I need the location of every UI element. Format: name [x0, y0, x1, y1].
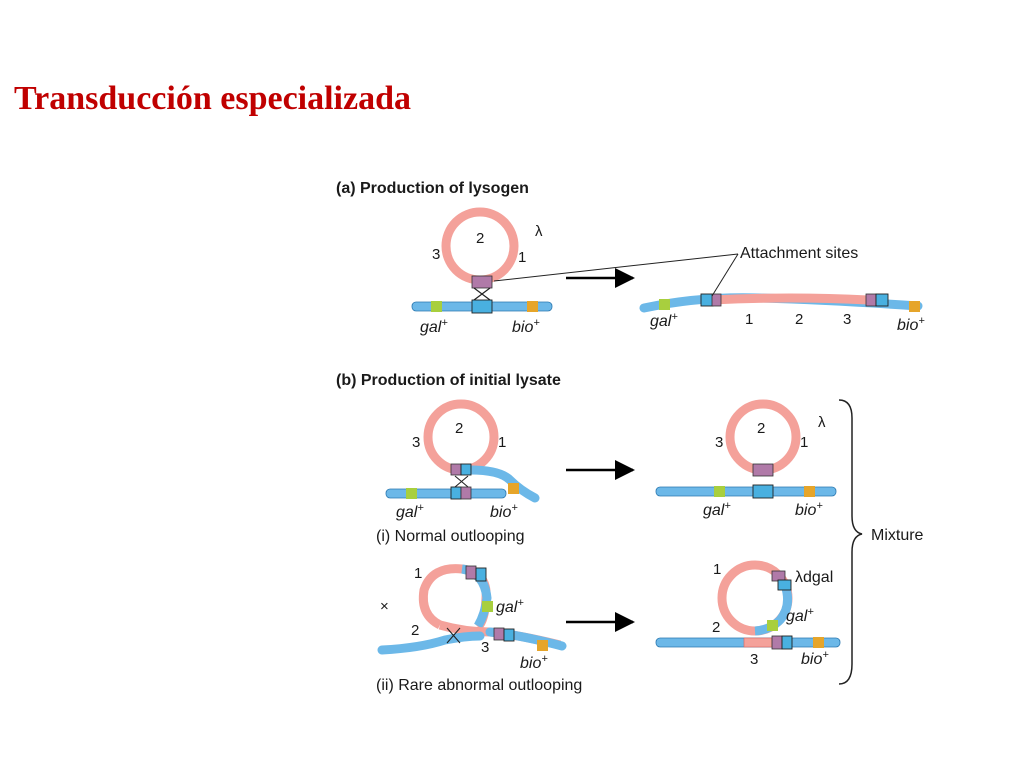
panel-a-int-att-left-purple: [711, 293, 722, 307]
attachment-leader-2: [711, 253, 739, 297]
abnormal-left-bio-label: bio+: [520, 653, 548, 672]
panel-a-int-num-1: 1: [745, 311, 753, 328]
slide-title: Transducción especializada: [14, 80, 411, 117]
panel-b-heading: (b) Production of initial lysate: [336, 372, 561, 389]
panel-a-bio-label: bio+: [512, 317, 540, 336]
panel-a-crossover: [473, 287, 491, 301]
abnormal-left-num-1: 1: [414, 565, 422, 582]
abnormal-right-num-2: 2: [712, 619, 720, 636]
panel-a-lambda: λ: [535, 223, 543, 240]
panel-a-chromosome-left: [411, 299, 553, 314]
panel-a-int-bio-marker: [909, 301, 920, 312]
normal-right-num-2: 2: [757, 420, 765, 437]
normal-left-num-2: 2: [455, 420, 463, 437]
panel-a-int-gal-marker: [659, 299, 670, 310]
attachment-leader-1: [493, 253, 739, 282]
normal-outlooping-caption: (i) Normal outlooping: [376, 528, 525, 545]
attachment-sites-label: Attachment sites: [740, 245, 858, 262]
normal-left-num-3: 3: [412, 434, 420, 451]
mixture-label: Mixture: [871, 527, 924, 544]
normal-left-num-1: 1: [498, 434, 506, 451]
panel-a-phage-att-site: [471, 275, 493, 289]
panel-a-phage-circle: [441, 207, 519, 289]
abnormal-left-gal-label: gal+: [496, 597, 524, 616]
normal-outlooping-right: [655, 399, 837, 499]
panel-a-int-bio-label: bio+: [897, 315, 925, 334]
panel-a-num-1: 1: [518, 249, 526, 266]
abnormal-right-bio-label: bio+: [801, 649, 829, 668]
lambda-dgal-label: λdgal: [795, 569, 833, 586]
normal-right-gal-label: gal+: [703, 500, 731, 519]
panel-a-int-att-right-blue: [875, 293, 889, 307]
abnormal-left-num-2: 2: [411, 622, 419, 639]
normal-right-num-3: 3: [715, 434, 723, 451]
abnormal-right-gal-label: gal+: [786, 606, 814, 625]
abnormal-outlooping-caption: (ii) Rare abnormal outlooping: [376, 677, 582, 694]
panel-a-num-3: 3: [432, 246, 440, 263]
normal-right-bio-label: bio+: [795, 500, 823, 519]
abnormal-outlooping-left: [377, 564, 567, 655]
normal-left-bio-label: bio+: [490, 502, 518, 521]
abnormal-outlooping-right: [655, 560, 841, 650]
mixture-brace: [838, 399, 863, 685]
stray-mark: ×: [380, 598, 389, 615]
panel-a-gal-label: gal+: [420, 317, 448, 336]
panel-a-heading: (a) Production of lysogen: [336, 180, 529, 197]
normal-right-lambda: λ: [818, 414, 826, 431]
panel-a-integrated-chromosome: [639, 293, 923, 313]
panel-a-int-att-right-purple: [865, 293, 877, 307]
normal-outlooping-left: [385, 399, 540, 503]
panel-a-gal-marker: [431, 301, 442, 312]
panel-a-int-num-3: 3: [843, 311, 851, 328]
abnormal-left-num-3: 3: [481, 639, 489, 656]
panel-a-num-2: 2: [476, 230, 484, 247]
normal-left-gal-label: gal+: [396, 502, 424, 521]
panel-a-bio-marker: [527, 301, 538, 312]
panel-a-int-att-left-blue: [700, 293, 714, 307]
normal-right-num-1: 1: [800, 434, 808, 451]
panel-a-int-gal-label: gal+: [650, 311, 678, 330]
panel-a-int-num-2: 2: [795, 311, 803, 328]
abnormal-right-num-1: 1: [713, 561, 721, 578]
panel-a-bacterial-att-site: [471, 299, 493, 314]
abnormal-right-num-3: 3: [750, 651, 758, 668]
